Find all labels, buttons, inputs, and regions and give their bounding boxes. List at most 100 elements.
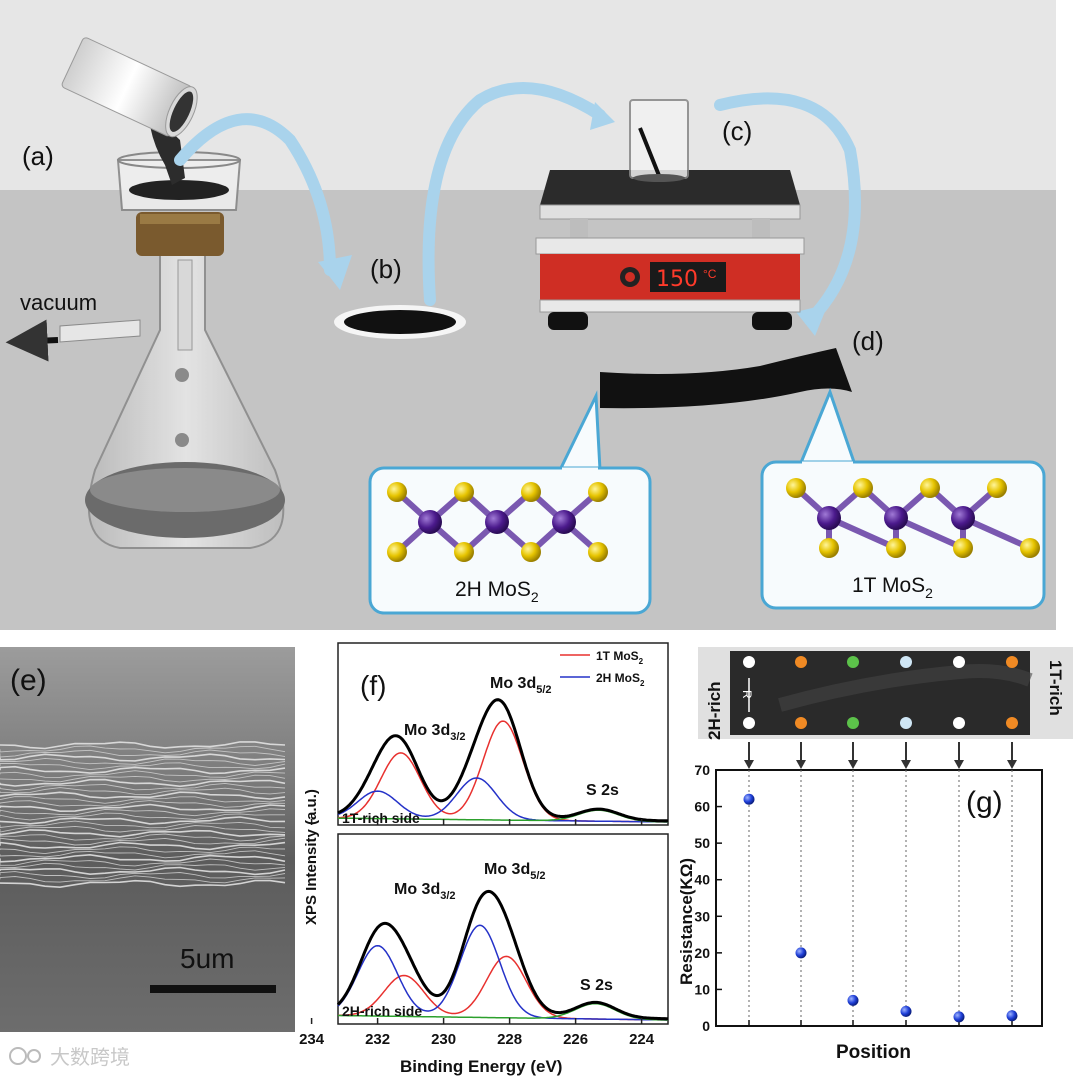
contact-dot <box>900 717 912 729</box>
s-atom <box>1020 538 1040 558</box>
s-atom <box>786 478 806 498</box>
s-atom <box>953 538 973 558</box>
position-arrow-head <box>796 760 806 769</box>
resistance-point <box>900 1005 912 1017</box>
bubble-2h-mos2: 2H MoS2 <box>368 390 652 615</box>
watermark-text: 大数跨境 <box>50 1046 130 1069</box>
y-tick-label: 20 <box>694 945 710 961</box>
y-tick-label: 30 <box>694 908 710 924</box>
position-arrow-head <box>954 760 964 769</box>
mo-atom <box>552 510 576 534</box>
sem-lamella <box>0 875 286 884</box>
xps-top-plot <box>337 698 669 823</box>
r-indicator-label: R <box>740 690 754 699</box>
y-tick-label: 50 <box>694 835 710 851</box>
hotplate-illustration: 150 °C <box>535 99 805 330</box>
resistance-plot-frame <box>715 769 1043 1027</box>
sem-lamella <box>0 866 286 876</box>
arrow-head-c <box>590 102 615 130</box>
vacuum-label: vacuum <box>20 290 97 315</box>
sem-lamella <box>0 820 286 829</box>
top-peak-label-mo3d52: Mo 3d5/2 <box>490 675 552 696</box>
xps-bottom-plot <box>336 889 668 1021</box>
contact-dot <box>900 656 912 668</box>
sem-lamella <box>0 829 286 838</box>
arrow-head-b <box>318 255 352 290</box>
xps-envelope <box>336 889 668 1021</box>
xps-x-tick-label: 234 <box>299 1031 325 1048</box>
contact-dot <box>953 656 965 668</box>
s-atom <box>521 542 541 562</box>
position-arrow-head <box>744 760 754 769</box>
resistance-point <box>847 994 859 1006</box>
filter-membrane <box>344 310 456 334</box>
position-arrows <box>744 742 1017 769</box>
sem-lamella <box>0 862 286 871</box>
structure-1t <box>786 478 1040 558</box>
sem-scale-label: 5um <box>180 943 234 974</box>
panel-label-e: (e) <box>10 664 47 697</box>
sem-lamella <box>0 749 286 758</box>
sem-lamella <box>0 765 286 775</box>
sem-lamella <box>0 774 286 783</box>
resistance-y-axis-label: Resistance(KΩ) <box>677 858 696 985</box>
structure-2h <box>387 482 608 562</box>
bond <box>894 515 965 551</box>
watermark: 大数跨境 <box>9 1046 130 1069</box>
s-atom <box>387 482 407 502</box>
sem-lamella <box>0 825 286 833</box>
top-side-label: 1T-rich side <box>342 810 420 826</box>
sem-lamella <box>0 846 286 855</box>
resistance-x-axis-label: Position <box>836 1042 911 1063</box>
s-atom <box>987 478 1007 498</box>
s-atom <box>920 478 940 498</box>
xps-x-axis-label: Binding Energy (eV) <box>400 1057 562 1076</box>
contact-dot <box>953 717 965 729</box>
contact-dot <box>847 656 859 668</box>
bond <box>961 515 1032 551</box>
film-right-label: 1T-rich <box>1046 660 1065 716</box>
sem-layers <box>0 741 286 889</box>
panel-label-f: (f) <box>360 670 386 701</box>
contact-dot <box>795 717 807 729</box>
s-atom <box>588 482 608 502</box>
resistance-point <box>795 947 807 959</box>
y-tick-label: 0 <box>702 1018 710 1034</box>
arrow-c-to-d <box>714 92 861 326</box>
sem-lamella <box>0 770 286 778</box>
sem-lamella <box>0 762 286 771</box>
sem-scale-bar <box>150 985 276 993</box>
sem-lamella <box>0 879 286 889</box>
bubble-1t-mos2: 1T MoS2 <box>760 387 1046 610</box>
resistance-point <box>953 1011 965 1023</box>
xps-envelope <box>337 698 669 823</box>
contact-dot <box>795 656 807 668</box>
xps-x-tick-label: 232 <box>365 1031 390 1048</box>
y-tick-label: 40 <box>694 872 710 888</box>
arrow-b-to-c <box>422 82 606 306</box>
sem-lamella <box>0 753 286 762</box>
sem-lamella <box>0 833 286 842</box>
vacuum-flask-illustration <box>59 37 285 549</box>
panel-label-g: (g) <box>966 786 1003 819</box>
mo-atom <box>951 506 975 530</box>
legend-label-2h: 2H MoS2 <box>596 671 645 688</box>
resistance-point <box>1006 1010 1018 1022</box>
sem-lamella <box>0 787 286 795</box>
sem-lamella <box>0 803 286 813</box>
sem-lamella <box>0 808 286 817</box>
mos2-film <box>600 348 852 409</box>
xps-x-tick-label: 230 <box>431 1031 456 1048</box>
s-atom <box>886 538 906 558</box>
contact-dot <box>847 717 859 729</box>
position-arrow-head <box>848 760 858 769</box>
top-peak-label-s2s: S 2s <box>586 782 619 799</box>
position-arrow-head <box>1007 760 1017 769</box>
s-atom <box>387 542 407 562</box>
s-atom <box>454 542 474 562</box>
vacuum-arrow <box>5 319 59 362</box>
film-photo <box>730 651 1030 735</box>
